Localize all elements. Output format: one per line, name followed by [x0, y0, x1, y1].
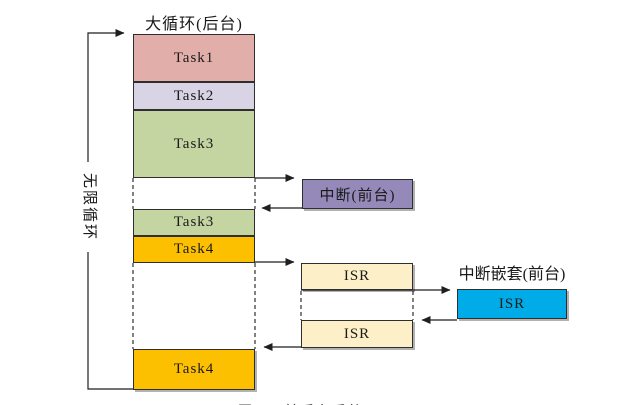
nested-isr-label: ISR: [498, 295, 526, 312]
diagram-title: 大循环(后台): [145, 16, 243, 33]
task-block-task4-second: Task4: [133, 349, 255, 390]
task4-first-label: Task4: [173, 241, 215, 257]
interrupt-box-label: 中断(前台): [319, 187, 396, 204]
isr-second-label: ISR: [343, 325, 371, 342]
nested-isr-box: ISR: [457, 289, 567, 319]
task3-second-label: Task3: [173, 214, 215, 230]
task-block-task3-first: Task3: [133, 110, 255, 178]
task4-second-label: Task4: [173, 361, 215, 377]
task1-label: Task1: [173, 49, 215, 66]
caption-cutoff: 图1-1 前后台系统: [238, 401, 418, 405]
task-block-task1: Task1: [133, 34, 255, 82]
isr-first-label: ISR: [343, 268, 371, 284]
task3-first-label: Task3: [173, 135, 215, 152]
task-block-task3-second: Task3: [133, 209, 255, 236]
task-block-task2: Task2: [133, 82, 255, 110]
interrupt-box: 中断(前台): [302, 179, 413, 209]
task-block-task4-first: Task4: [133, 236, 255, 263]
isr-box-second: ISR: [301, 320, 413, 348]
task2-label: Task2: [173, 87, 215, 104]
isr-box-first: ISR: [301, 263, 413, 290]
infinite-loop-label: 无限循环: [80, 162, 98, 252]
nested-interrupt-label: 中断嵌套(前台): [458, 266, 566, 283]
